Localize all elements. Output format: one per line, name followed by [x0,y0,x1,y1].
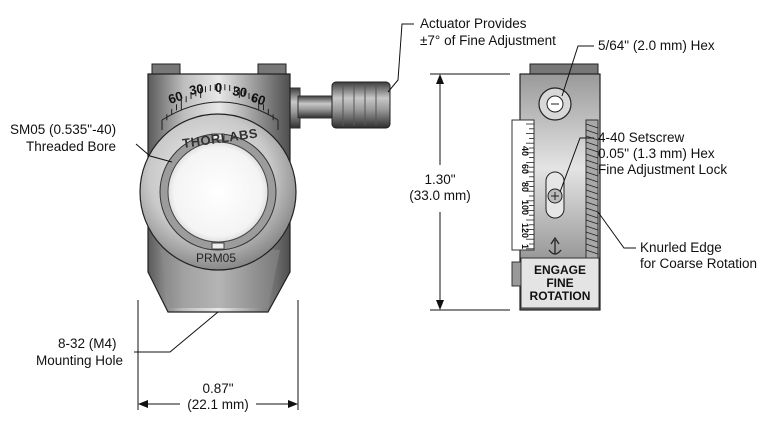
knurl-line [585,147,599,153]
scale-ticks [526,123,534,250]
callout-setscrew-line3: Fine Adjustment Lock [598,162,727,177]
knurl-line [585,153,599,159]
dial-ticks [161,84,279,130]
scale-label-80: 80 [520,182,530,192]
knurled-edge [585,119,599,261]
width-mm: (22.1 mm) [187,397,249,412]
knurl-line [585,141,599,147]
scale-label-100: 100 [520,200,530,215]
callout-mount-line1: 8-32 (M4) [58,336,117,351]
scale-label-40: 40 [520,146,530,156]
height-dimension: 1.30" (33.0 mm) [409,73,510,311]
dial-label-60-left: 60 [166,88,184,107]
knurl-line [585,195,599,201]
dial-label-30-right: 30 [232,83,249,100]
knurl-line [585,189,599,195]
knurl-line [585,177,599,183]
scale-label-120: 120 [520,223,530,238]
knurl-line [585,219,599,225]
height-mm: (33.0 mm) [409,188,471,203]
engrave-plate [520,257,600,309]
callout-actuator-line1: Actuator Provides [420,16,527,31]
front-view: 60 30 0 30 60 THORLABS PRM05 [139,63,391,313]
side-view: 40 60 80 100 120 1 ENGAGE FINE ROTATION [511,63,601,311]
top-screw-right [257,63,287,75]
callout-setscrew: 4-40 Setscrew 0.05" (1.3 mm) Hex Fine Ad… [559,130,727,193]
callout-actuator-line2: ±7° of Fine Adjustment [420,33,556,48]
top-screw-left [151,63,181,75]
callout-mount-line2: Mounting Hole [36,353,123,368]
rotation-arrow-icon [548,236,562,255]
knurl-line [585,231,599,237]
knurl-line [585,249,599,255]
callout-knurled: Knurled Edge for Coarse Rotation [597,211,757,271]
callout-setscrew-line1: 4-40 Setscrew [598,130,685,145]
engrave-rotation: ROTATION [530,289,591,303]
knurl-line [585,123,599,129]
part-number-engraving: PRM05 [196,251,236,265]
callout-actuator: Actuator Provides ±7° of Fine Adjustment [387,16,556,93]
callout-bore-line1: SM05 (0.535"-40) [10,122,116,137]
callout-threaded-bore: SM05 (0.535"-40) Threaded Bore [10,122,173,163]
knurl-lines [585,123,599,255]
callout-mounting-hole: 8-32 (M4) Mounting Hole [36,311,219,368]
actuator-shaft [297,95,337,119]
width-inch: 0.87" [202,381,233,396]
callout-hex: 5/64" (2.0 mm) Hex [561,38,715,97]
engrave-fine: FINE [546,276,573,290]
knurl-line [585,183,599,189]
knurl-line [585,201,599,207]
scale-label-60: 60 [520,164,530,174]
actuator-knob [331,81,391,129]
knurl-line [585,237,599,243]
knurl-line [585,165,599,171]
knurl-line [585,207,599,213]
callout-setscrew-line2: 0.05" (1.3 mm) Hex [598,146,715,161]
threaded-bore [167,141,269,243]
callout-knurled-line1: Knurled Edge [640,240,722,255]
callout-hex-text: 5/64" (2.0 mm) Hex [598,38,715,53]
knurl-line [585,243,599,249]
callout-bore-line2: Threaded Bore [26,139,116,154]
knurl-line [585,171,599,177]
knurl-line [585,225,599,231]
dial-label-0: 0 [215,80,222,95]
engrave-engage: ENGAGE [534,263,586,277]
knurl-line [585,213,599,219]
scale-label-1: 1 [520,244,530,249]
side-top-cap [529,63,599,75]
height-inch: 1.30" [424,172,455,187]
knurl-line [585,159,599,165]
dial-label-60-right: 60 [249,90,267,109]
width-dimension: 0.87" (22.1 mm) [137,300,299,412]
knurl-line [585,129,599,135]
callout-knurled-line2: for Coarse Rotation [640,256,757,271]
dial-label-30-left: 30 [188,81,205,98]
